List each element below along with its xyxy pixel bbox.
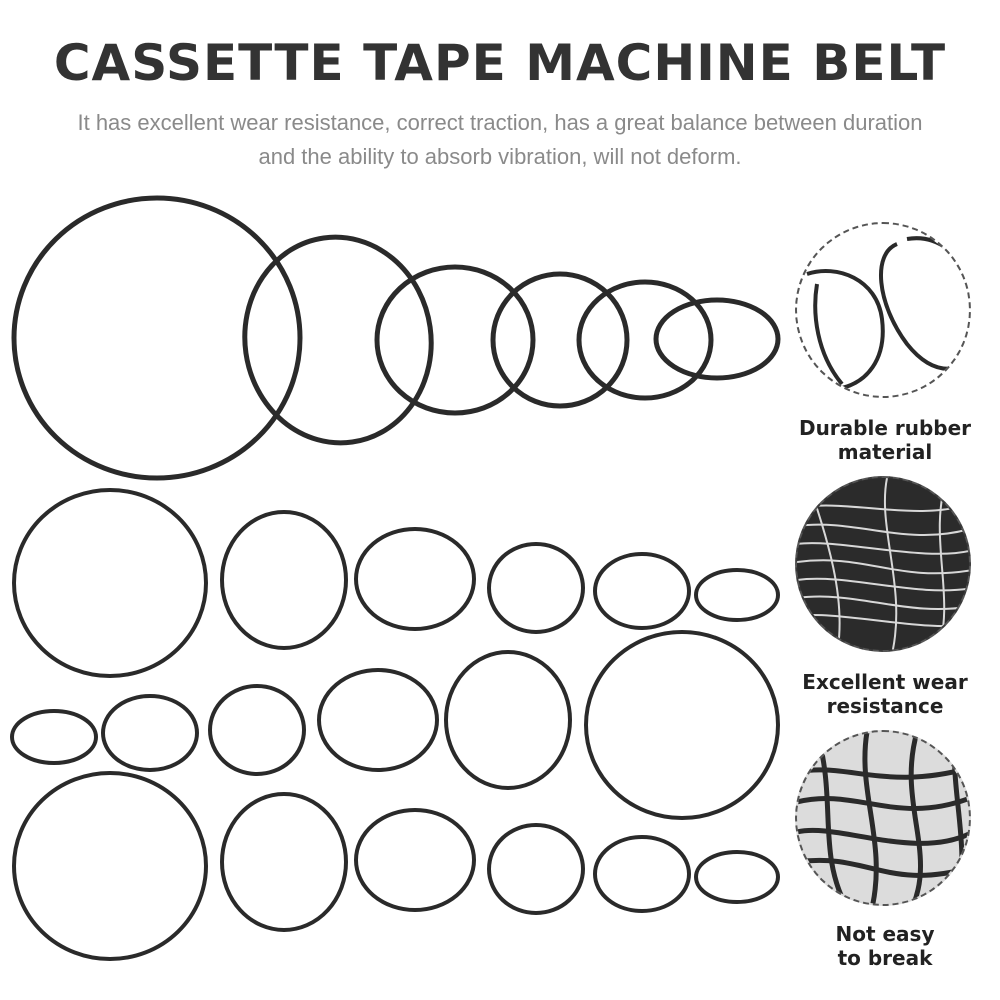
belt-ring: [220, 510, 348, 650]
belt-ring: [220, 792, 348, 932]
belt-ring: [12, 488, 208, 678]
subtitle-line-2: and the ability to absorb vibration, wil…: [258, 144, 742, 169]
belt-ring: [208, 684, 306, 776]
belt-ring: [584, 630, 780, 820]
belt-ring: [374, 264, 536, 416]
belt-closeup-icon: [795, 222, 971, 398]
feature-label: Excellent wear resistance: [802, 670, 968, 718]
belt-ring: [487, 542, 585, 634]
belt-ring: [11, 195, 303, 481]
belt-ring: [242, 234, 434, 446]
belt-ring: [101, 694, 199, 772]
page-subtitle: It has excellent wear resistance, correc…: [10, 106, 990, 174]
belt-tangle-icon: [795, 730, 971, 906]
page-title: CASSETTE TAPE MACHINE BELT: [53, 34, 947, 92]
belt-ring: [576, 279, 714, 401]
belt-ring: [354, 527, 476, 631]
belt-ring: [653, 297, 781, 381]
belt-pile-icon: [795, 476, 971, 652]
belt-ring: [354, 808, 476, 912]
feature-label: Not easy to break: [835, 922, 935, 970]
belt-ring: [444, 650, 572, 790]
belt-ring: [593, 835, 691, 913]
belt-ring: [490, 271, 630, 409]
belt-ring: [487, 823, 585, 915]
subtitle-line-1: It has excellent wear resistance, correc…: [77, 110, 923, 135]
belt-ring: [12, 771, 208, 961]
belt-ring: [593, 552, 691, 630]
belt-ring: [694, 850, 780, 904]
feature-label: Durable rubber material: [798, 416, 972, 464]
belt-ring: [317, 668, 439, 772]
belt-ring: [694, 568, 780, 622]
belt-ring: [10, 709, 98, 765]
